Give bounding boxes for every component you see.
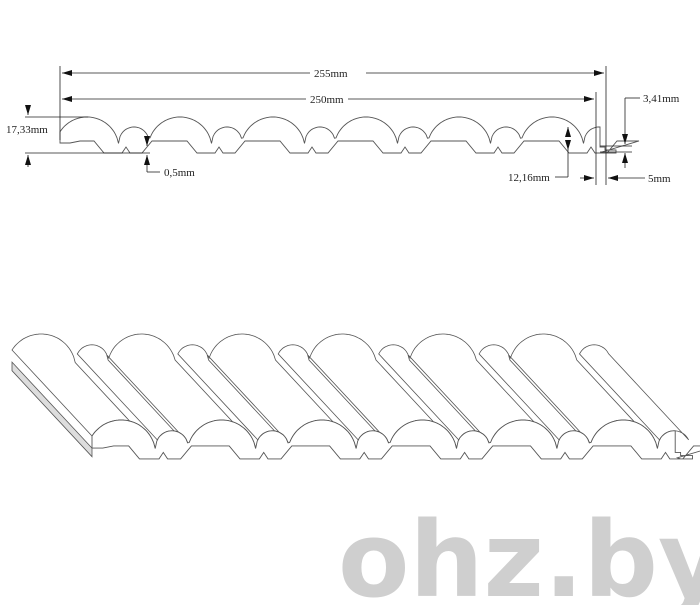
overall-width-label: 255mm — [314, 68, 348, 80]
height-label: 17,33mm — [6, 124, 48, 136]
ridge-height-label: 12,16mm — [508, 172, 550, 184]
working-width-label: 250mm — [310, 94, 344, 106]
groove-gap-label: 0,5mm — [164, 167, 195, 179]
front-profile-face — [91, 419, 700, 460]
cross-section-view — [59, 116, 640, 154]
watermark: ohz.by — [338, 499, 700, 605]
tongue-width-label: 5mm — [648, 173, 671, 185]
isometric-view — [11, 333, 700, 460]
profile-outline — [59, 116, 640, 154]
left-edge-strip — [11, 361, 93, 458]
dimension-lines — [25, 66, 645, 185]
tongue-height-label: 3,41mm — [643, 93, 680, 105]
